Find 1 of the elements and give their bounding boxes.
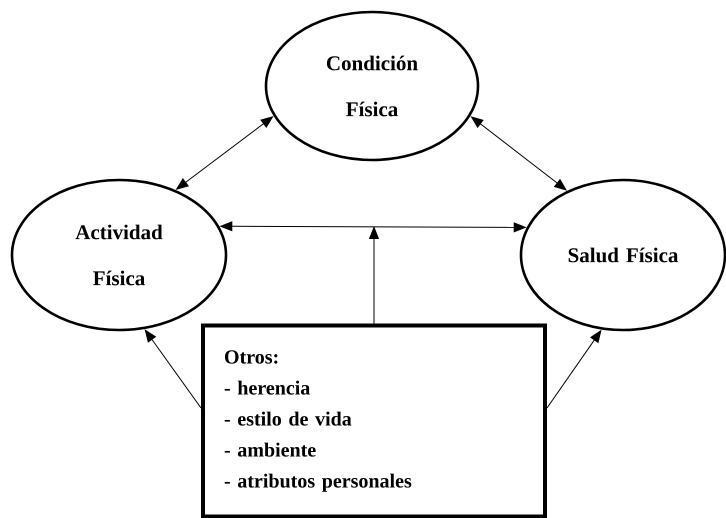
- text-box: Otros: - herencia - estilo de vida - ambiente - atributos personales: [201, 324, 547, 518]
